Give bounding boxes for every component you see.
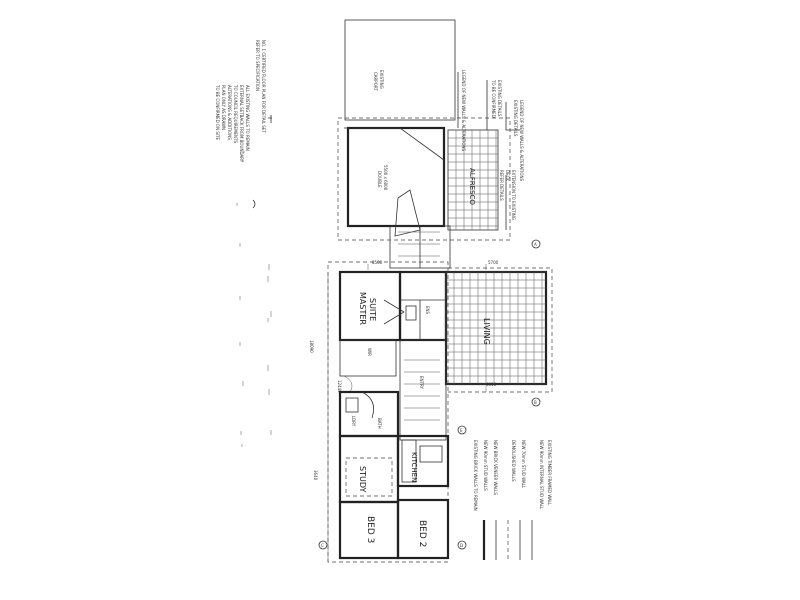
marker-label: A (534, 242, 537, 247)
note-line: TO COUNCIL REQUIREMENTS (233, 84, 238, 143)
callout-text: EXISTING DETAILS (497, 80, 502, 117)
garage-dims-label: 5500 x 6000 (383, 165, 388, 191)
room-label-ens: ENS (425, 306, 430, 315)
legend-swatches (482, 520, 533, 560)
legend-item: EXISTING TIMBER FRAMED WALL (547, 440, 552, 506)
room-label-bed2: BED 2 (417, 520, 427, 547)
callout-text: DECK (505, 170, 510, 181)
dimension-label: 3640 (313, 470, 318, 481)
callout-text: LEGEND OF NEW WALLS & ALTERATIONS (461, 70, 466, 152)
room-label-kitchen: KITCHEN (410, 452, 418, 482)
room-label-suite: SUITE (368, 298, 377, 321)
room-label-wir: WIR (367, 348, 372, 356)
legend-item: NEW BRICK VENEER WALLS (493, 440, 498, 495)
room-label-study: STUDY (358, 466, 367, 493)
marker-label: C (321, 543, 324, 548)
room-label-alfresco: ALFRESCO (468, 168, 476, 205)
scan-marks (236, 115, 272, 447)
dimension-label: 5700 (488, 260, 499, 265)
room-label-living: LIVING (482, 318, 491, 345)
dimension-label: 8010 (486, 382, 497, 387)
note-line: ALL EXISTING WALLS TO REMAIN (245, 85, 250, 151)
legend-item: NEW 70mm STUD WALL (521, 440, 526, 489)
legend-item: DEMOLISHED WALLS (511, 440, 516, 482)
marker-label: E (460, 428, 463, 433)
legend-item: EXISTING BRICK WALLS TO REMAIN (473, 440, 478, 511)
garage-dims-label: DOUBLE (377, 171, 382, 188)
alfresco-grid (447, 129, 499, 231)
marker-label: D (460, 543, 463, 548)
room-label-entry: ENTRY (419, 376, 424, 389)
note-line: TO BE CONFIRMED ON SITE (215, 84, 220, 141)
dimension-lines: 18090 3640 8500 5700 8010 12440 (309, 260, 499, 562)
marker-label: B (534, 400, 537, 405)
note-line: ALTERATIONS & ADDITIONS (227, 85, 232, 140)
legend: EXISTING BRICK WALLS TO REMAIN NEW 90mm … (473, 440, 498, 511)
dimension-label: 18090 (309, 340, 314, 353)
carport-label: EXISTING (379, 70, 384, 89)
note-line: PLAN ONLY AS DRAWN (221, 85, 226, 130)
callout-text: REFER DETAILS (499, 170, 504, 201)
callout-text: EXTENSION TO EXISTING (511, 170, 516, 220)
callout-text: LEGEND OF NEW WALLS & ALTERATIONS (519, 100, 524, 182)
dimension-label: 12440 (337, 380, 342, 393)
callout-text: TO BE CONFIRMED (491, 79, 496, 118)
note-line: NO. 1 CERTIFIED FLOOR PLAN FOR DETAIL SE… (261, 40, 266, 133)
legend-item: NEW 90mm STUD WALLS (483, 440, 488, 491)
note-line: REFER TO SPECIFICATION (255, 40, 260, 91)
general-notes: NO. 1 CERTIFIED FLOOR PLAN FOR DETAIL SE… (215, 40, 266, 163)
callout-text: EXISTING DETAILS (513, 100, 518, 137)
room-label-bed3: BED 3 (365, 516, 375, 543)
note-line: EXTERNAL SETBACK FROM BOUNDARY (239, 85, 244, 163)
room-label-bath: BATH (377, 418, 382, 429)
legend-item: NEW 90mm INTERNAL STUD WALL (539, 440, 544, 510)
room-label-master: MASTER (358, 292, 367, 325)
dimension-label: 8500 (372, 260, 383, 265)
carport-label: CARPORT (373, 72, 378, 91)
room-label-ldry: LDRY (351, 416, 356, 427)
grid-markers: A B C D E (318, 239, 541, 550)
